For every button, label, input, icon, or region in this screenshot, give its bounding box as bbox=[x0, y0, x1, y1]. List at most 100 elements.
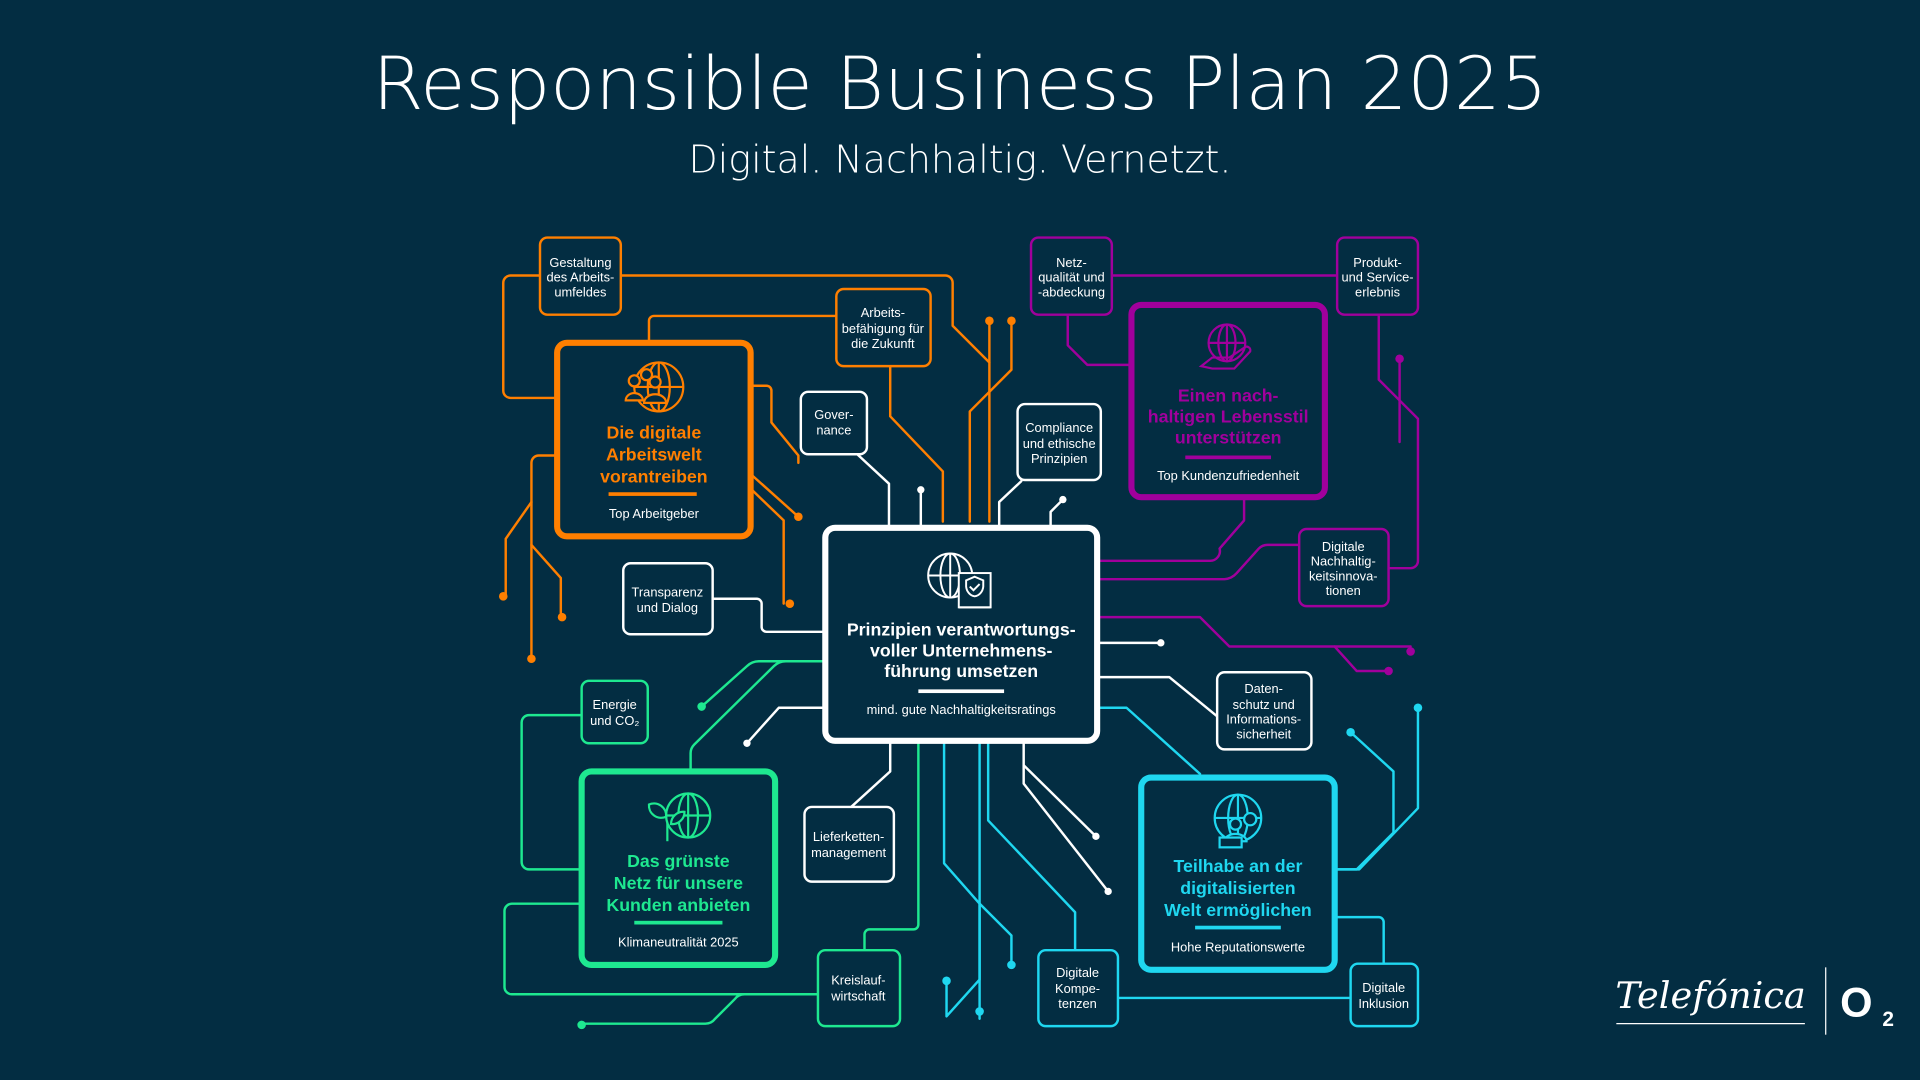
svg-text:voller Unternehmens-: voller Unternehmens- bbox=[870, 640, 1053, 660]
topic-produkt-serviceerlebnis[interactable]: Produkt- und Service- erlebnis bbox=[1335, 236, 1420, 316]
svg-text:management: management bbox=[811, 845, 886, 860]
svg-text:Informations-: Informations- bbox=[1226, 712, 1301, 727]
topic-governance[interactable]: Gover- nance bbox=[799, 390, 869, 456]
pillar-digitale-teilhabe[interactable]: Teilhabe an der digitalisierten Welt erm… bbox=[1138, 774, 1338, 973]
svg-text:Die digitale: Die digitale bbox=[607, 422, 702, 442]
orange-dots bbox=[498, 316, 1016, 664]
telefonica-logo: Telefónica bbox=[1615, 974, 1805, 1017]
people-globe-icon bbox=[624, 361, 685, 413]
topic-datenschutz[interactable]: Daten- schutz und Informations- sicherhe… bbox=[1215, 671, 1313, 751]
white-connectors bbox=[711, 450, 1219, 893]
svg-text:Lieferketten-: Lieferketten- bbox=[813, 829, 884, 844]
page-title: Responsible Business Plan 2025 bbox=[372, 42, 1547, 127]
svg-text:vorantreiben: vorantreiben bbox=[600, 466, 708, 486]
title-underline bbox=[918, 689, 1005, 694]
svg-text:führung umsetzen: führung umsetzen bbox=[884, 661, 1038, 681]
globe-hand-icon bbox=[1198, 323, 1252, 370]
title-underline bbox=[1195, 925, 1281, 930]
leaf-globe-icon bbox=[647, 792, 712, 842]
topic-digitale-kompetenzen[interactable]: Digitale Kompe- tenzen bbox=[1037, 948, 1120, 1028]
svg-text:und Dialog: und Dialog bbox=[637, 600, 698, 615]
svg-text:Inklusion: Inklusion bbox=[1358, 996, 1409, 1011]
topic-transparenz-dialog[interactable]: Transparenz und Dialog bbox=[622, 562, 714, 636]
purple-dots bbox=[1384, 354, 1415, 676]
svg-text:Digitale: Digitale bbox=[1362, 980, 1405, 995]
green-dots bbox=[577, 702, 706, 1030]
topic-compliance[interactable]: Compliance und ethische Prinzipien bbox=[1016, 402, 1103, 482]
cyan-dots bbox=[942, 703, 1423, 1016]
topic-gestaltung-arbeitsumfeld[interactable]: Gestaltung des Arbeits- umfeldes bbox=[538, 236, 623, 316]
svg-text:Arbeits-: Arbeits- bbox=[861, 305, 905, 320]
svg-text:unterstützen: unterstützen bbox=[1175, 427, 1282, 447]
svg-text:Kreislauf-: Kreislauf- bbox=[831, 972, 885, 987]
svg-text:Top Arbeitgeber: Top Arbeitgeber bbox=[609, 506, 700, 521]
svg-text:mind. gute Nachhaltigkeitsrati: mind. gute Nachhaltigkeitsratings bbox=[867, 702, 1056, 717]
topic-arbeitsbefaehigung[interactable]: Arbeits- befähigung für die Zukunft bbox=[835, 287, 932, 368]
svg-text:Digitale: Digitale bbox=[1056, 965, 1099, 980]
purple-connectors bbox=[1066, 274, 1420, 673]
svg-text:Arbeitswelt: Arbeitswelt bbox=[606, 444, 702, 464]
svg-text:Prinzipien verantwortungs-: Prinzipien verantwortungs- bbox=[847, 620, 1076, 640]
title-underline bbox=[608, 492, 697, 496]
svg-text:digitalisierten: digitalisierten bbox=[1180, 878, 1295, 898]
svg-text:tionen: tionen bbox=[1326, 583, 1361, 598]
svg-text:Netz-: Netz- bbox=[1056, 255, 1087, 270]
svg-text:Hohe Reputationswerte: Hohe Reputationswerte bbox=[1171, 939, 1305, 954]
svg-text:qualität und: qualität und bbox=[1038, 270, 1104, 285]
topic-netzqualitaet[interactable]: Netz- qualität und -abdeckung bbox=[1029, 236, 1114, 316]
o2-logo: O bbox=[1840, 978, 1872, 1025]
topic-digitale-inklusion[interactable]: Digitale Inklusion bbox=[1349, 962, 1420, 1028]
page-subtitle: Digital. Nachhaltig. Vernetzt. bbox=[689, 138, 1232, 182]
svg-text:und CO₂: und CO₂ bbox=[590, 713, 639, 728]
globe-document-shield-icon bbox=[927, 552, 992, 609]
svg-text:Welt ermöglichen: Welt ermöglichen bbox=[1164, 900, 1312, 920]
svg-text:Prinzipien: Prinzipien bbox=[1031, 451, 1087, 466]
svg-text:die Zukunft: die Zukunft bbox=[851, 336, 915, 351]
green-connectors bbox=[503, 659, 920, 1025]
white-dots bbox=[743, 486, 1165, 896]
topic-digitale-nachhaltigkeitsinnovationen[interactable]: Digitale Nachhaltig- keitsinnova- tionen bbox=[1297, 527, 1390, 608]
svg-text:umfeldes: umfeldes bbox=[554, 284, 606, 299]
svg-text:Einen nach-: Einen nach- bbox=[1178, 386, 1279, 406]
svg-text:Kompe-: Kompe- bbox=[1055, 981, 1100, 996]
svg-text:wirtschaft: wirtschaft bbox=[830, 988, 886, 1003]
globe-people-laptop-icon bbox=[1213, 793, 1263, 849]
svg-text:und Service-: und Service- bbox=[1341, 270, 1413, 285]
svg-text:Compliance: Compliance bbox=[1025, 420, 1093, 435]
pillar-digitale-arbeitswelt[interactable]: Die digitale Arbeitswelt vorantreiben To… bbox=[554, 339, 754, 540]
svg-text:Gestaltung: Gestaltung bbox=[549, 255, 611, 270]
svg-text:Netz für unsere: Netz für unsere bbox=[614, 873, 743, 893]
svg-text:Produkt-: Produkt- bbox=[1353, 255, 1402, 270]
svg-text:erlebnis: erlebnis bbox=[1355, 284, 1400, 299]
svg-text:Energie: Energie bbox=[593, 697, 637, 712]
brand-logos: Telefónica O 2 bbox=[1615, 967, 1894, 1035]
topic-kreislaufwirtschaft[interactable]: Kreislauf- wirtschaft bbox=[816, 948, 902, 1028]
center-principles-box[interactable]: Prinzipien verantwortungs- voller Untern… bbox=[822, 524, 1101, 744]
svg-text:befähigung für: befähigung für bbox=[842, 321, 925, 336]
svg-text:sicherheit: sicherheit bbox=[1236, 726, 1291, 741]
svg-text:des Arbeits-: des Arbeits- bbox=[546, 270, 614, 285]
topic-energie-co2[interactable]: Energie und CO₂ bbox=[580, 679, 649, 745]
svg-text:-abdeckung: -abdeckung bbox=[1038, 284, 1105, 299]
svg-text:Top Kundenzufriedenheit: Top Kundenzufriedenheit bbox=[1157, 468, 1300, 483]
pillar-nachhaltiger-lebensstil[interactable]: Einen nach- haltigen Lebensstil unterstü… bbox=[1128, 301, 1328, 501]
svg-text:Kunden anbieten: Kunden anbieten bbox=[606, 895, 750, 915]
svg-text:keitsinnova-: keitsinnova- bbox=[1309, 568, 1378, 583]
svg-text:Das grünste: Das grünste bbox=[627, 851, 730, 871]
orange-connectors bbox=[502, 274, 1013, 660]
svg-text:schutz und: schutz und bbox=[1233, 697, 1295, 712]
topic-lieferkettenmanagement[interactable]: Lieferketten- management bbox=[803, 805, 896, 883]
o2-logo-subscript: 2 bbox=[1882, 1008, 1894, 1031]
svg-text:Gover-: Gover- bbox=[814, 407, 853, 422]
svg-text:Klimaneutralität 2025: Klimaneutralität 2025 bbox=[618, 935, 739, 950]
svg-text:Daten-: Daten- bbox=[1244, 681, 1283, 696]
svg-text:Nachhaltig-: Nachhaltig- bbox=[1311, 554, 1376, 569]
svg-text:Transparenz: Transparenz bbox=[632, 584, 704, 599]
svg-text:haltigen Lebensstil: haltigen Lebensstil bbox=[1148, 406, 1309, 426]
pillar-gruenstes-netz[interactable]: Das grünste Netz für unsere Kunden anbie… bbox=[578, 768, 779, 968]
cyan-connectors bbox=[942, 706, 1420, 1020]
title-underline bbox=[1185, 455, 1272, 460]
svg-text:nance: nance bbox=[816, 423, 851, 438]
